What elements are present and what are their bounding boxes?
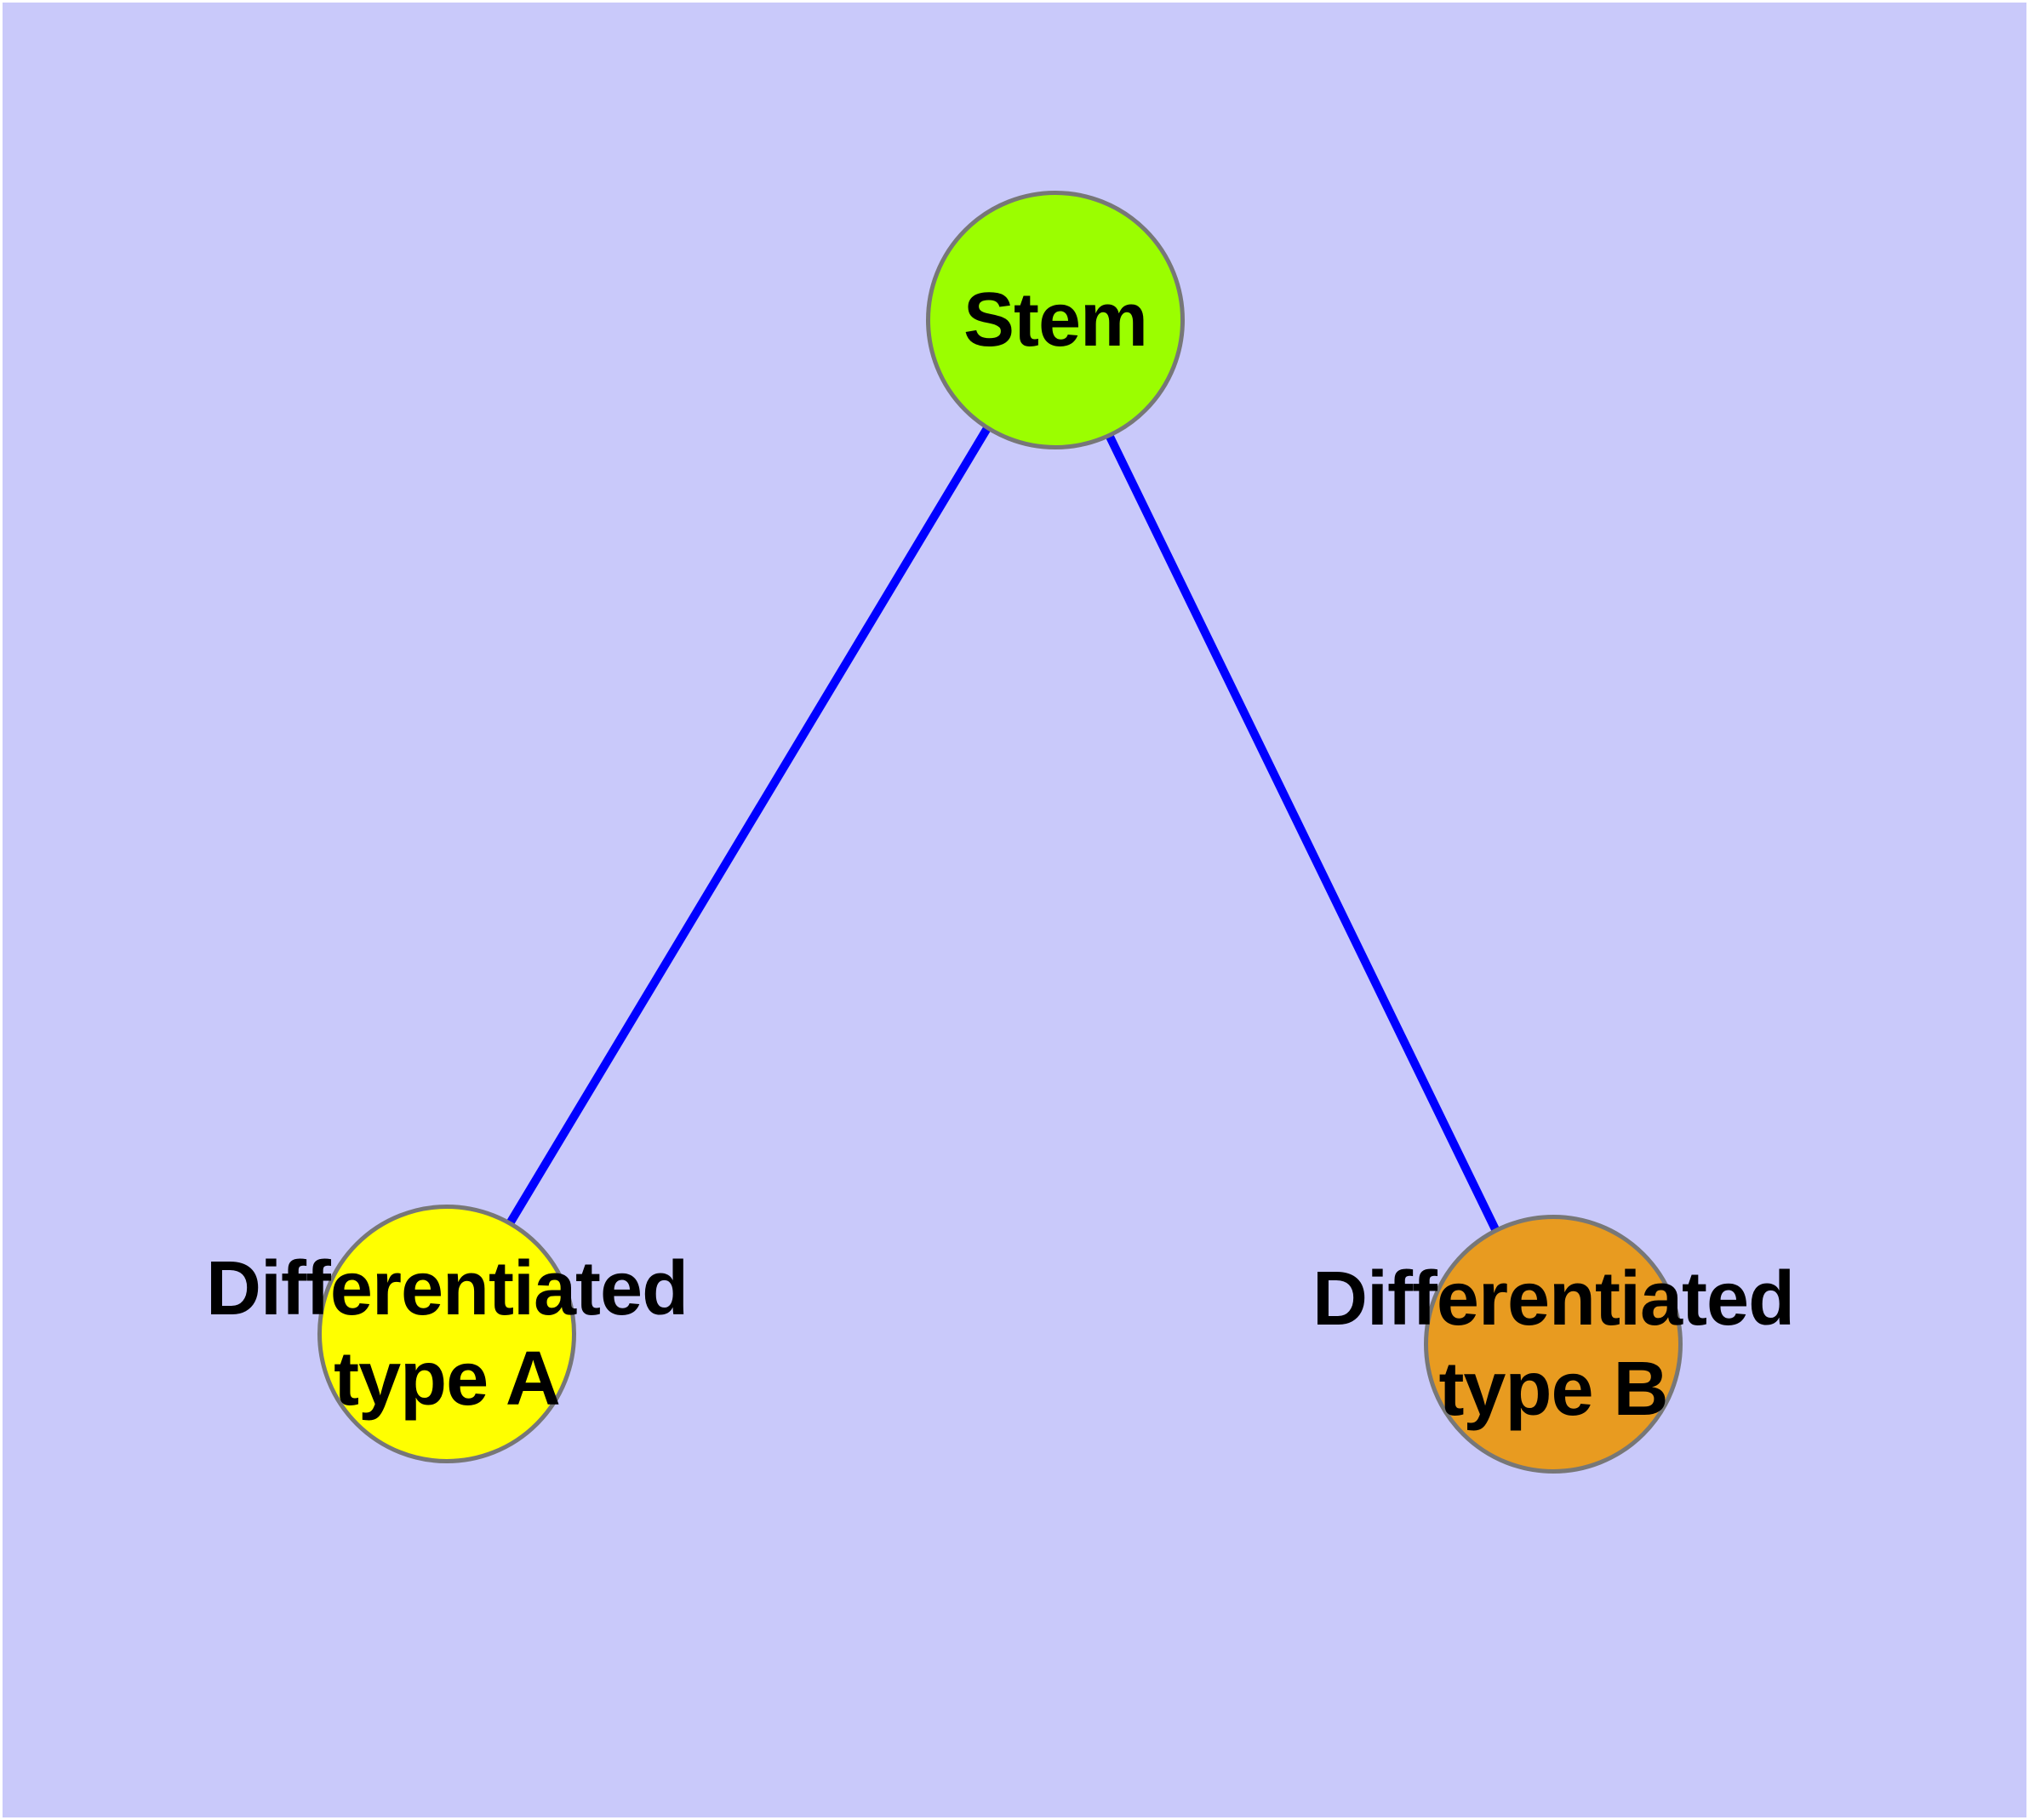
node-differentiated-type-b xyxy=(1424,1215,1683,1474)
node-differentiated-type-a xyxy=(317,1205,576,1463)
edge-stem-to-type-b xyxy=(1049,317,1553,1342)
edge-stem-to-type-a xyxy=(442,317,1057,1333)
label-line: type B xyxy=(1438,1347,1668,1432)
graph-canvas: Stem Differentiated type A Differentiate… xyxy=(3,3,2026,1817)
label-line: Differentiated xyxy=(205,1246,689,1331)
label-line: Stem xyxy=(963,278,1148,363)
label-line: Differentiated xyxy=(1312,1256,1795,1342)
label-differentiated-type-a: Differentiated type A xyxy=(205,1244,689,1424)
label-stem: Stem xyxy=(963,275,1148,365)
node-stem xyxy=(926,191,1185,449)
label-line: type A xyxy=(334,1336,561,1422)
label-differentiated-type-b: Differentiated type B xyxy=(1312,1254,1795,1434)
edges-layer xyxy=(442,317,1553,1342)
